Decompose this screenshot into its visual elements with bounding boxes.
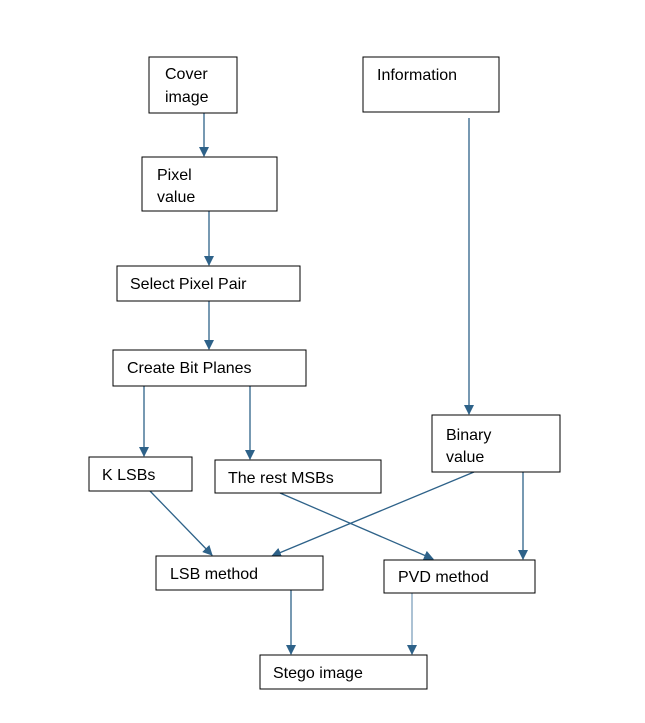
- node-stego-image-label: Stego image: [273, 665, 363, 682]
- node-create-bit-planes: Create Bit Planes: [112, 349, 307, 387]
- edges: [139, 113, 528, 655]
- node-rest-msbs: The rest MSBs: [214, 459, 382, 494]
- node-create-bit-planes-label: Create Bit Planes: [127, 360, 252, 377]
- node-pvd-method: PVD method: [383, 559, 536, 594]
- node-pixel-value-line1: Pixel: [157, 167, 192, 184]
- node-pvd-method-label: PVD method: [398, 569, 489, 586]
- node-rest-msbs-label: The rest MSBs: [228, 470, 334, 487]
- node-lsb-method-label: LSB method: [170, 566, 258, 583]
- node-information: Information: [362, 56, 500, 113]
- node-cover-image-line1: Cover: [165, 66, 208, 83]
- node-lsb-method: LSB method: [155, 555, 324, 591]
- edge-binary-to-lsb: [271, 471, 475, 558]
- edge-msbs-to-pvd: [279, 492, 434, 561]
- node-pixel-value-line2: value: [157, 189, 195, 206]
- node-stego-image: Stego image: [259, 654, 428, 690]
- node-pixel-value: Pixel value: [141, 156, 278, 212]
- edge-klsbs-to-lsb: [149, 490, 213, 556]
- node-cover-image-line2: image: [165, 89, 209, 106]
- node-select-pixel-pair: Select Pixel Pair: [116, 265, 301, 302]
- node-information-label: Information: [377, 67, 457, 84]
- node-binary-value-line1: Binary: [446, 427, 491, 444]
- node-binary-value-line2: value: [446, 449, 484, 466]
- node-cover-image: Cover image: [148, 56, 238, 114]
- node-binary-value: Binary value: [431, 414, 561, 473]
- node-select-pixel-pair-label: Select Pixel Pair: [130, 276, 247, 293]
- node-k-lsbs-label: K LSBs: [102, 467, 155, 484]
- node-k-lsbs: K LSBs: [88, 456, 193, 492]
